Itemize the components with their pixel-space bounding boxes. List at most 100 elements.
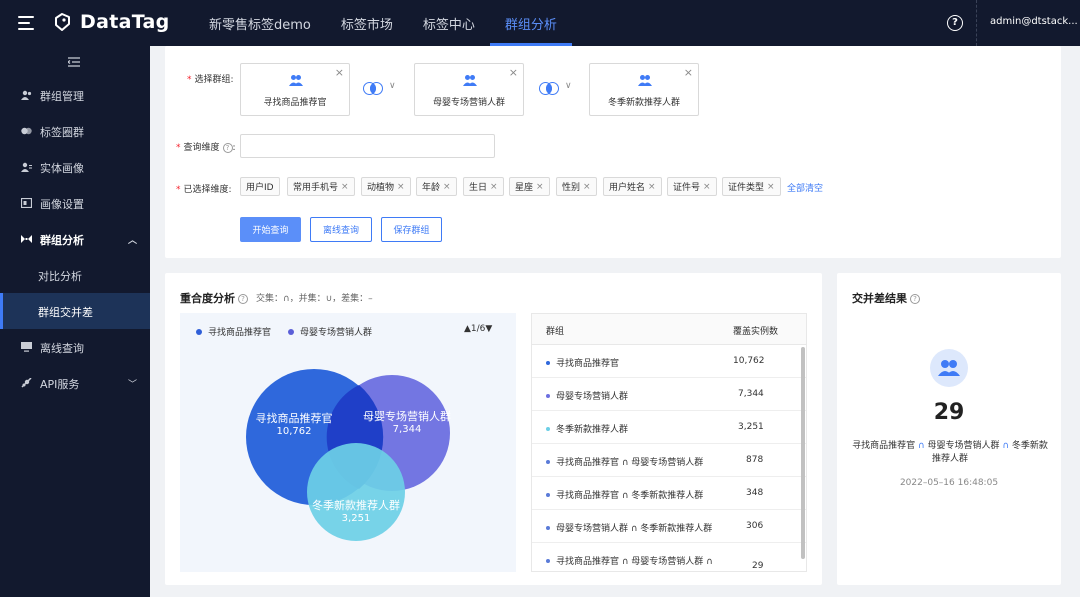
start-query-button[interactable]: 开始查询 [240, 217, 301, 242]
result-expression: 寻找商品推荐官 ∩ 母婴专场营销人群 ∩ 冬季新款推荐人群 [852, 441, 1048, 464]
close-icon[interactable]: × [536, 181, 544, 192]
result-timestamp: 2022–05–16 16:48:05 [899, 478, 999, 488]
table-header: 群组 覆盖实例数 [532, 314, 806, 345]
sidebar-item-profile-settings[interactable]: 画像设置 [0, 185, 150, 221]
profile-icon [21, 162, 32, 172]
result-title: 交并差结果? [852, 290, 920, 306]
close-icon[interactable]: × [648, 181, 656, 192]
overlap-title: 重合度分析? [180, 290, 248, 306]
intersection-icon [370, 84, 376, 93]
venn-value-2: 7,344 [393, 424, 422, 435]
sidebar-item-tag-circle[interactable]: 标签圈群 [0, 113, 150, 149]
dimension-tag-phone[interactable]: 常用手机号× [287, 177, 355, 196]
group-card-1[interactable]: 寻找商品推荐官 × [240, 63, 350, 116]
close-icon[interactable]: × [341, 181, 349, 192]
remove-group-icon[interactable]: × [683, 66, 693, 79]
chevron-down-icon: ﹀ [128, 380, 138, 390]
remove-group-icon[interactable]: × [334, 66, 344, 79]
group-card-3[interactable]: 冬季新款推荐人群 × [589, 63, 699, 116]
app-logo[interactable]: DataTag [54, 11, 170, 33]
top-divider [976, 0, 977, 46]
result-count: 29 [933, 400, 965, 425]
sidebar-item-group-analysis[interactable]: 群组分析 ︿ [0, 221, 150, 257]
legend-pager[interactable]: ▲1/6▼ [464, 324, 493, 334]
set-operation-select-1[interactable]: ∨ [363, 80, 399, 96]
dimension-tag-id-number[interactable]: 证件号× [667, 177, 717, 196]
circles-icon [21, 127, 32, 135]
top-nav-tag-center[interactable]: 标签中心 [422, 17, 475, 33]
table-scrollbar[interactable] [801, 347, 805, 559]
dimension-tag-age[interactable]: 年龄× [416, 177, 457, 196]
dimension-tag-user-name[interactable]: 用户姓名× [603, 177, 662, 196]
venn-circle-3[interactable] [307, 443, 405, 541]
close-icon[interactable]: × [703, 181, 711, 192]
close-icon[interactable]: × [583, 181, 591, 192]
set-symbols-note: 交集：∩，并集：∪，差集：– [256, 294, 373, 304]
venn-label-2: 母婴专场营销人群 [363, 409, 451, 423]
dimension-tag-user-id[interactable]: 用户ID [240, 177, 280, 196]
dimension-tag-gender[interactable]: 性别× [556, 177, 597, 196]
remove-group-icon[interactable]: × [508, 66, 518, 79]
help-icon[interactable]: ? [238, 294, 248, 304]
collapse-sidebar-icon[interactable] [68, 57, 80, 67]
intersection-icon [546, 84, 552, 93]
api-icon [21, 378, 32, 388]
analysis-icon [21, 235, 32, 243]
group-icon [938, 360, 960, 376]
dimension-tag-id-type[interactable]: 证件类型× [722, 177, 781, 196]
sidebar-item-offline-query[interactable]: 离线查询 [0, 329, 150, 365]
chevron-down-icon: ∨ [565, 81, 572, 91]
dimension-tag-flora-fauna[interactable]: 动植物× [361, 177, 411, 196]
group-card-2[interactable]: 母婴专场营销人群 × [414, 63, 524, 116]
top-nav: 新零售标签demo 标签市场 标签中心 群组分析 [194, 0, 572, 46]
venn-label-3: 冬季新款推荐人群 [312, 498, 400, 512]
result-group-icon [930, 349, 968, 387]
venn-label-1: 寻找商品推荐官 [256, 411, 333, 425]
sidebar-item-api-service[interactable]: API服务 ﹀ [0, 365, 150, 401]
dimension-tag-birthday[interactable]: 生日× [463, 177, 504, 196]
legend-item-1[interactable]: 寻找商品推荐官 [196, 325, 271, 338]
close-icon[interactable]: × [767, 181, 775, 192]
help-icon[interactable]: ? [947, 15, 963, 31]
app-name: DataTag [80, 11, 170, 33]
dimension-tag-zodiac[interactable]: 星座× [509, 177, 550, 196]
set-operation-select-2[interactable]: ∨ [539, 80, 575, 96]
close-icon[interactable]: × [490, 181, 498, 192]
result-card [837, 273, 1061, 585]
offline-query-button[interactable]: 离线查询 [310, 217, 372, 242]
users-icon [21, 90, 32, 100]
top-nav-retail-demo[interactable]: 新零售标签demo [209, 17, 311, 33]
help-icon[interactable]: ? [222, 142, 233, 153]
top-nav-group-analysis[interactable]: 群组分析 [489, 0, 572, 46]
group-icon [289, 75, 303, 86]
monitor-icon [21, 342, 32, 352]
venn-value-1: 10,762 [277, 426, 312, 437]
table-row[interactable]: 寻找商品推荐官 ∩ 母婴专场营销人群 ∩29 [532, 543, 806, 571]
sidebar-item-compare-analysis[interactable]: 对比分析 [38, 270, 82, 283]
sidebar-item-group-set-ops[interactable]: 群组交并差 [0, 293, 150, 329]
sidebar-item-group-management[interactable]: 群组管理 [0, 77, 150, 113]
clear-all-link[interactable]: 全部清空 [787, 184, 824, 194]
group-icon [463, 75, 477, 86]
menu-icon[interactable] [18, 15, 36, 31]
tag-logo-icon [55, 13, 70, 31]
sidebar-item-entity-profile[interactable]: 实体画像 [0, 149, 150, 185]
close-icon[interactable]: × [397, 181, 405, 192]
user-account[interactable]: admin@dtstack... [990, 16, 1078, 27]
help-icon[interactable]: ? [910, 294, 920, 304]
column-header-group: 群组 [546, 327, 565, 337]
save-group-button[interactable]: 保存群组 [381, 217, 442, 242]
close-icon[interactable]: × [443, 181, 451, 192]
venn-diagram: 寻找商品推荐官 10,762 母婴专场营销人群 7,344 冬季新款推荐人群 3… [246, 369, 451, 541]
top-bar: DataTag 新零售标签demo 标签市场 标签中心 群组分析 ? admin… [0, 0, 1080, 46]
top-nav-tag-market[interactable]: 标签市场 [340, 17, 393, 33]
legend-item-2[interactable]: 母婴专场营销人群 [288, 325, 372, 338]
selected-dimensions-label: *已选择维度: [176, 185, 232, 195]
query-dimension-input[interactable] [240, 134, 495, 158]
